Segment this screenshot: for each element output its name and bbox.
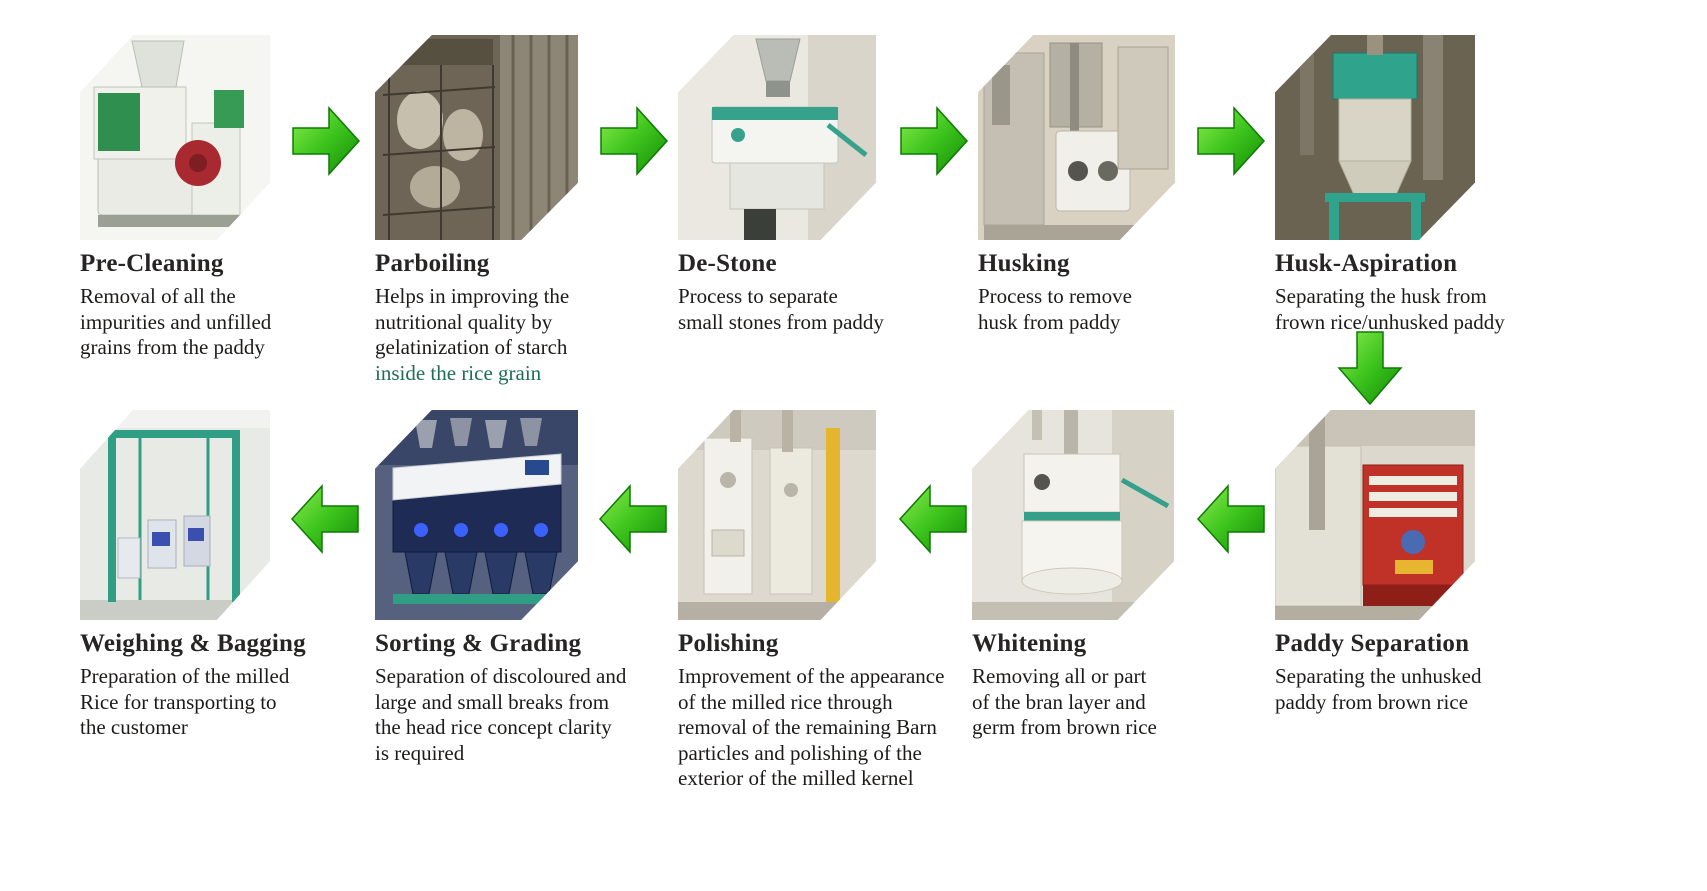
step-title: Husking xyxy=(978,250,1070,277)
step-title: De-Stone xyxy=(678,250,777,277)
step-husking: Husking Process to remove husk from padd… xyxy=(978,35,1283,335)
husk-aspiration-machine-photo xyxy=(1275,35,1475,240)
step-description: Removing all or part of the bran layer a… xyxy=(972,664,1157,739)
step-description-highlight: inside the rice grain xyxy=(375,360,542,385)
step-description: Removal of all the impurities and unfill… xyxy=(80,284,272,359)
step-title: Whitening xyxy=(972,630,1087,657)
step-title: Pre-Cleaning xyxy=(80,250,224,277)
arrow-right-icon xyxy=(1197,106,1266,176)
step-description: Separating the husk from frown rice/unhu… xyxy=(1275,284,1505,334)
sorting-grading-machine-photo xyxy=(375,410,578,620)
paddy-separation-machine-photo xyxy=(1275,410,1475,620)
step-description: Preparation of the milled Rice for trans… xyxy=(80,664,290,739)
step-description: Process to separate small stones from pa… xyxy=(678,284,884,334)
step-parboiling: Parboiling Helps in improving the nutrit… xyxy=(375,35,680,386)
step-description: Separating the unhusked paddy from brown… xyxy=(1275,664,1482,714)
arrow-left-icon xyxy=(598,484,667,554)
step-title: Husk-Aspiration xyxy=(1275,250,1458,277)
step-description: Process to remove husk from paddy xyxy=(978,284,1132,334)
husking-machine-photo xyxy=(978,35,1175,240)
step-description: Improvement of the appearance of the mil… xyxy=(678,664,945,790)
weighing-bagging-photo xyxy=(80,410,270,620)
step-weighing-bagging: Weighing & Bagging Preparation of the mi… xyxy=(80,410,385,741)
step-description: Helps in improving the nutritional quali… xyxy=(375,284,570,359)
polishing-machine-photo xyxy=(678,410,876,620)
step-description: Separation of discoloured and large and … xyxy=(375,664,627,765)
step-sorting-grading: Sorting & Grading Separation of discolou… xyxy=(375,410,680,766)
arrow-right-icon xyxy=(600,106,669,176)
step-polishing: Polishing Improvement of the appearance … xyxy=(678,410,983,792)
step-title: Weighing & Bagging xyxy=(80,630,306,657)
step-title: Polishing xyxy=(678,630,779,657)
step-title: Paddy Separation xyxy=(1275,630,1470,657)
pre-cleaning-machine-photo xyxy=(80,35,270,240)
de-stone-machine-photo xyxy=(678,35,876,240)
step-husk-aspiration: Husk-Aspiration Separating the husk from… xyxy=(1275,35,1580,335)
step-title: Parboiling xyxy=(375,250,490,277)
arrow-down-icon xyxy=(1337,331,1403,406)
arrow-right-icon xyxy=(900,106,969,176)
whitening-machine-photo xyxy=(972,410,1174,620)
arrow-left-icon xyxy=(290,484,359,554)
step-whitening: Whitening Removing all or part of the br… xyxy=(972,410,1277,741)
step-pre-cleaning: Pre-Cleaning Removal of all the impuriti… xyxy=(80,35,385,361)
parboiling-plant-photo xyxy=(375,35,578,240)
arrow-right-icon xyxy=(292,106,361,176)
step-de-stone: De-Stone Process to separate small stone… xyxy=(678,35,983,335)
arrow-left-icon xyxy=(898,484,967,554)
arrow-left-icon xyxy=(1196,484,1265,554)
step-paddy-separation: Paddy Separation Separating the unhusked… xyxy=(1275,410,1580,715)
step-title: Sorting & Grading xyxy=(375,630,582,657)
